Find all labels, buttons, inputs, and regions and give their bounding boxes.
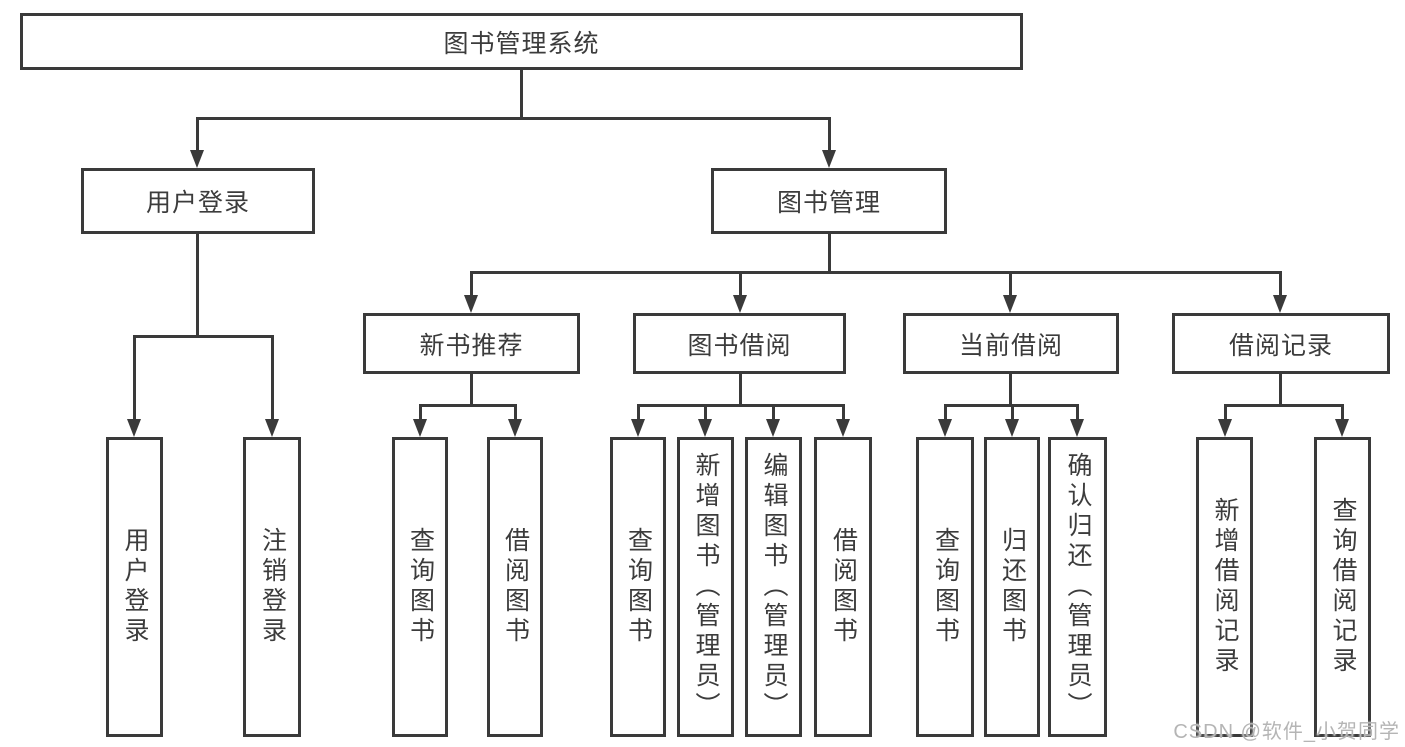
node-new-book-recommend: 新书推荐 <box>363 313 580 374</box>
node-label: 归还图书 <box>998 527 1027 647</box>
node-label: 借阅记录 <box>1228 331 1333 360</box>
connector-drop-book-borrow <box>739 271 742 299</box>
node-label: 图书借阅 <box>687 331 792 360</box>
node-label: 图书管理 <box>776 189 881 217</box>
leaf-edit-books-admin: 编辑图书（管理员） <box>745 437 802 737</box>
node-label: 图书管理系统 <box>443 29 600 58</box>
watermark: CSDN @软件_小贺同学 <box>1173 721 1400 743</box>
connector-drop-g5-2 <box>1341 404 1344 421</box>
node-label: 确认归还（管理员） <box>1064 452 1092 722</box>
connector-drop-g2-2 <box>514 404 517 421</box>
node-label: 查询图书 <box>624 527 653 647</box>
leaf-return-books: 归还图书 <box>984 437 1040 737</box>
connector-book-borrow-stem <box>739 372 742 407</box>
node-label: 编辑图书（管理员） <box>760 452 788 722</box>
connector-drop-book-mgmt <box>828 117 831 153</box>
node-label: 查询图书 <box>406 527 435 647</box>
node-label: 新书推荐 <box>419 331 524 360</box>
arrow-down-icon <box>464 295 478 313</box>
node-label: 用户登录 <box>145 189 250 217</box>
arrow-down-icon <box>1070 419 1084 437</box>
node-current-borrow: 当前借阅 <box>903 313 1119 374</box>
node-user-login: 用户登录 <box>81 168 315 234</box>
leaf-user-login: 用户登录 <box>106 437 163 737</box>
connector-drop-user-login <box>196 117 199 153</box>
connector-drop-leaf-logout <box>271 335 274 421</box>
node-label: 新增借阅记录 <box>1211 497 1239 677</box>
node-book-management: 图书管理 <box>711 168 947 234</box>
connector-drop-g4-2 <box>1011 404 1014 421</box>
arrow-down-icon <box>733 295 747 313</box>
leaf-borrow-books: 借阅图书 <box>814 437 872 737</box>
leaf-logout: 注销登录 <box>243 437 301 737</box>
connector-new-book-stem <box>470 372 473 407</box>
connector-drop-new-book <box>470 271 473 299</box>
connector-book-mgmt-rail <box>470 271 1282 274</box>
connector-drop-g4-3 <box>1076 404 1079 421</box>
node-label: 用户登录 <box>121 527 149 647</box>
arrow-down-icon <box>1273 295 1287 313</box>
connector-root-stem <box>520 68 523 119</box>
node-label: 查询借阅记录 <box>1329 497 1357 677</box>
connector-new-book-rail <box>419 404 517 407</box>
connector-drop-g3-1 <box>637 404 640 421</box>
node-label: 新增图书（管理员） <box>692 452 720 722</box>
arrow-down-icon <box>413 419 427 437</box>
arrow-down-icon <box>1218 419 1232 437</box>
connector-current-borrow-stem <box>1009 372 1012 407</box>
arrow-down-icon <box>631 419 645 437</box>
connector-drop-g3-2 <box>704 404 707 421</box>
leaf-borrow-books-recommend: 借阅图书 <box>487 437 543 737</box>
connector-level1-rail <box>196 117 831 120</box>
arrow-down-icon <box>1005 419 1019 437</box>
arrow-down-icon <box>265 419 279 437</box>
leaf-add-books-admin: 新增图书（管理员） <box>677 437 734 737</box>
arrow-down-icon <box>836 419 850 437</box>
arrow-down-icon <box>1003 295 1017 313</box>
connector-drop-g2-1 <box>419 404 422 421</box>
arrow-down-icon <box>766 419 780 437</box>
node-borrow-records: 借阅记录 <box>1172 313 1390 374</box>
connector-drop-current-borrow <box>1009 271 1012 299</box>
connector-user-login-rail <box>133 335 274 338</box>
connector-drop-g4-1 <box>944 404 947 421</box>
arrow-down-icon <box>938 419 952 437</box>
node-label: 查询图书 <box>931 527 960 647</box>
connector-user-login-stem <box>196 232 199 338</box>
leaf-add-borrow-record: 新增借阅记录 <box>1196 437 1253 737</box>
connector-drop-borrow-records <box>1279 271 1282 299</box>
connector-book-borrow-rail <box>637 404 845 407</box>
connector-drop-g5-1 <box>1224 404 1227 421</box>
connector-drop-leaf-login <box>133 335 136 421</box>
arrow-down-icon <box>698 419 712 437</box>
connector-book-mgmt-stem <box>828 232 831 274</box>
node-book-borrow: 图书借阅 <box>633 313 846 374</box>
leaf-query-books-borrow: 查询图书 <box>610 437 666 737</box>
leaf-confirm-return-admin: 确认归还（管理员） <box>1048 437 1107 737</box>
leaf-query-borrow-record: 查询借阅记录 <box>1314 437 1371 737</box>
connector-borrow-records-stem <box>1279 372 1282 407</box>
connector-drop-g3-4 <box>842 404 845 421</box>
node-label: 借阅图书 <box>829 527 858 647</box>
node-label: 当前借阅 <box>958 331 1063 360</box>
leaf-query-books-recommend: 查询图书 <box>392 437 448 737</box>
node-label: 注销登录 <box>258 527 287 647</box>
connector-borrow-records-rail <box>1224 404 1344 407</box>
node-label: 借阅图书 <box>501 527 530 647</box>
arrow-down-icon <box>508 419 522 437</box>
arrow-down-icon <box>822 150 836 168</box>
arrow-down-icon <box>1335 419 1349 437</box>
arrow-down-icon <box>190 150 204 168</box>
node-root-system: 图书管理系统 <box>20 13 1023 70</box>
arrow-down-icon <box>127 419 141 437</box>
connector-current-borrow-rail <box>944 404 1079 407</box>
leaf-query-books-current: 查询图书 <box>916 437 974 737</box>
connector-drop-g3-3 <box>772 404 775 421</box>
